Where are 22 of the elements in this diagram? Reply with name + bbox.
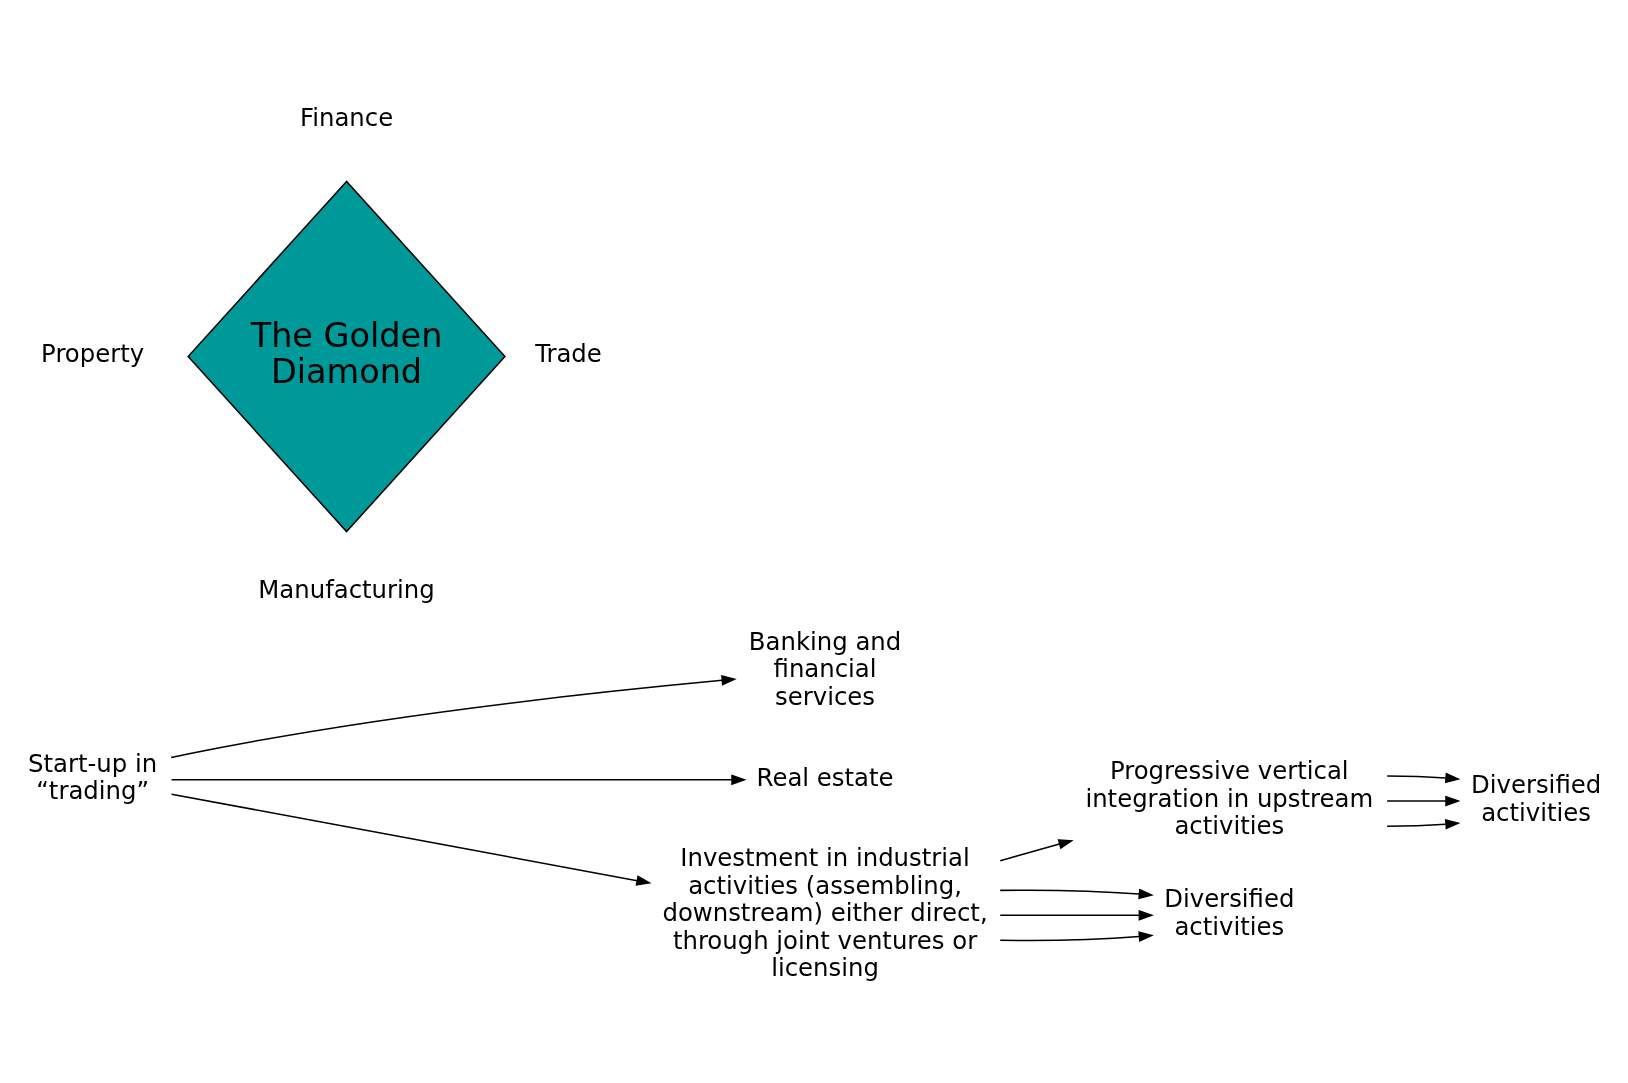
arrow xyxy=(1386,772,1461,784)
arrow xyxy=(999,931,1154,942)
arrow xyxy=(170,774,747,786)
node-text: Banking and financial services xyxy=(748,627,902,711)
node-text: Start-up in “trading” xyxy=(28,748,158,806)
node-text: Real estate xyxy=(756,762,894,792)
arrow xyxy=(1386,818,1461,830)
node-text: Investment in industrial activities (assembling, downstream) either direct, through joint ventures or licensing xyxy=(662,843,988,982)
arrow xyxy=(170,675,737,759)
node-diamond: The Golden Diamond xyxy=(187,180,506,533)
node-label: Finance xyxy=(299,103,394,133)
node-label: Manufacturing xyxy=(258,575,435,605)
arrow xyxy=(999,909,1154,921)
arrow xyxy=(1386,795,1461,807)
arrow xyxy=(170,793,652,886)
arrow xyxy=(999,888,1154,900)
node-text: Diversified activities xyxy=(1471,770,1602,827)
node-label: Trade xyxy=(535,339,602,369)
arrow xyxy=(999,839,1074,862)
node-text: Progressive vertical integration in upstream activities xyxy=(1085,756,1374,841)
node-text: Diversified activities xyxy=(1164,884,1295,941)
node-label: Property xyxy=(41,339,145,369)
